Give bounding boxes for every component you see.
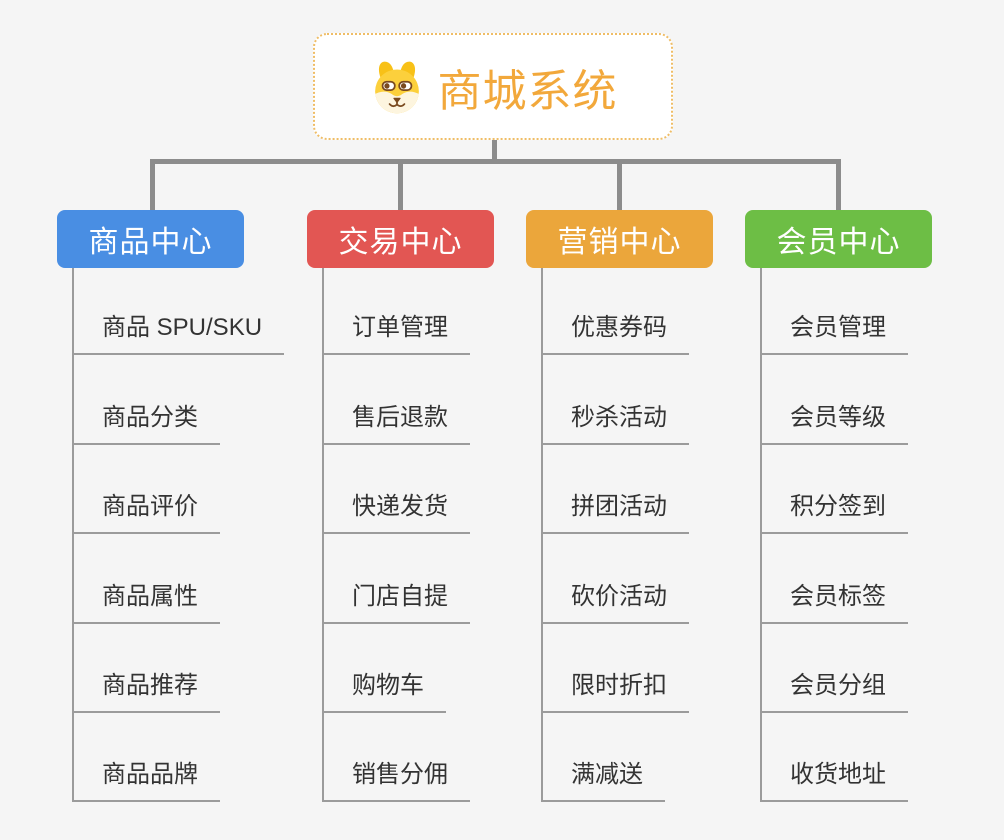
leaf-node[interactable]: 满减送 [541, 758, 665, 802]
leaf-node[interactable]: 商品 SPU/SKU [72, 311, 285, 355]
connector-drop-product [150, 159, 155, 211]
connector-drop-trade [398, 159, 403, 211]
root-title: 商城系统 [437, 66, 618, 116]
leaf-node[interactable]: 砍价活动 [541, 580, 689, 624]
leaf-node[interactable]: 商品品牌 [72, 758, 220, 802]
leaf-label: 会员分组 [760, 669, 908, 713]
leaf-label: 门店自提 [322, 580, 470, 624]
leaf-label: 拼团活动 [541, 490, 689, 534]
leaf-node[interactable]: 拼团活动 [541, 490, 689, 534]
branch-node-member-center[interactable]: 会员中心 [745, 210, 932, 268]
leaf-node[interactable]: 购物车 [322, 669, 446, 713]
leaf-label: 商品 SPU/SKU [72, 311, 285, 355]
connector-drop-member [836, 159, 841, 211]
leaf-label: 砍价活动 [541, 580, 689, 624]
leaf-label: 购物车 [322, 669, 446, 713]
connector-root-stem [492, 138, 497, 164]
leaf-label: 快递发货 [322, 490, 470, 534]
leaf-node[interactable]: 订单管理 [322, 311, 470, 355]
leaf-label: 商品推荐 [72, 669, 220, 713]
connector-trunk [150, 159, 841, 164]
leaf-node[interactable]: 门店自提 [322, 580, 470, 624]
leaf-label: 优惠券码 [541, 311, 689, 355]
leaf-label: 收货地址 [760, 758, 908, 802]
leaf-label: 会员标签 [760, 580, 908, 624]
leaf-label: 商品评价 [72, 490, 220, 534]
leaf-label: 商品分类 [72, 401, 220, 445]
branch-label: 交易中心 [338, 226, 463, 259]
branch-node-trade-center[interactable]: 交易中心 [307, 210, 494, 268]
leaf-label: 订单管理 [322, 311, 470, 355]
leaf-label: 销售分佣 [322, 758, 470, 802]
leaf-node[interactable]: 会员管理 [760, 311, 908, 355]
leaf-node[interactable]: 售后退款 [322, 401, 470, 445]
leaf-node[interactable]: 积分签到 [760, 490, 908, 534]
leaf-label: 售后退款 [322, 401, 470, 445]
leaf-label: 秒杀活动 [541, 401, 689, 445]
leaf-node[interactable]: 商品属性 [72, 580, 220, 624]
leaf-label: 会员管理 [760, 311, 908, 355]
leaf-node[interactable]: 秒杀活动 [541, 401, 689, 445]
leaf-node[interactable]: 商品评价 [72, 490, 220, 534]
leaf-node[interactable]: 商品推荐 [72, 669, 220, 713]
dog-face-icon [374, 61, 419, 113]
leaf-node[interactable]: 销售分佣 [322, 758, 470, 802]
leaf-node[interactable]: 会员等级 [760, 401, 908, 445]
leaf-node[interactable]: 优惠券码 [541, 311, 689, 355]
connector-drop-marketing [617, 159, 622, 211]
leaf-label: 商品属性 [72, 580, 220, 624]
leaf-label: 满减送 [541, 758, 665, 802]
branch-node-marketing-center[interactable]: 营销中心 [526, 210, 713, 268]
root-node[interactable]: 商城系统 [313, 33, 673, 140]
leaf-node[interactable]: 会员标签 [760, 580, 908, 624]
leaf-label: 会员等级 [760, 401, 908, 445]
leaf-label: 积分签到 [760, 490, 908, 534]
leaf-node[interactable]: 商品分类 [72, 401, 220, 445]
leaf-node[interactable]: 会员分组 [760, 669, 908, 713]
branch-label: 商品中心 [88, 226, 213, 259]
leaf-node[interactable]: 收货地址 [760, 758, 908, 802]
leaf-node[interactable]: 快递发货 [322, 490, 470, 534]
branch-node-product-center[interactable]: 商品中心 [57, 210, 244, 268]
leaf-label: 商品品牌 [72, 758, 220, 802]
branch-label: 营销中心 [557, 226, 682, 259]
branch-label: 会员中心 [776, 226, 901, 259]
leaf-node[interactable]: 限时折扣 [541, 669, 689, 713]
leaf-label: 限时折扣 [541, 669, 689, 713]
